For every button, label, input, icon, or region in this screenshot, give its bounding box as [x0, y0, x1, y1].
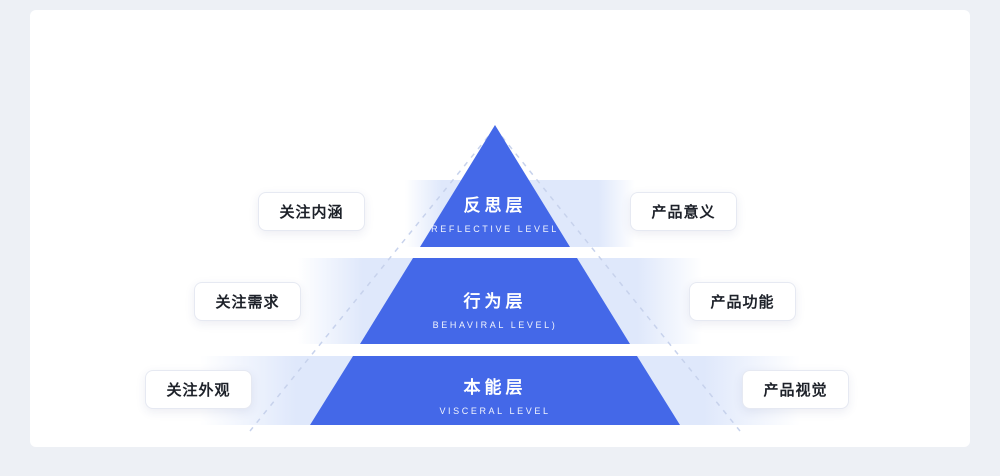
label-text: 关注外观 [166, 382, 231, 399]
label-box-behavioral-right: 产品功能 [689, 282, 796, 321]
label-box-behavioral-left: 关注需求 [194, 282, 301, 321]
label-text: 关注内涵 [279, 204, 344, 221]
label-box-visceral-right: 产品视觉 [742, 370, 849, 409]
label-text: 产品功能 [710, 294, 775, 311]
pyramid-tier-visceral [310, 356, 680, 425]
label-box-visceral-left: 关注外观 [145, 370, 252, 409]
label-box-reflective-right: 产品意义 [630, 192, 737, 231]
label-text: 关注需求 [215, 294, 280, 311]
label-text: 产品视觉 [763, 382, 828, 399]
label-text: 产品意义 [651, 204, 716, 221]
pyramid-tier-behavioral [360, 258, 630, 344]
label-box-reflective-left: 关注内涵 [258, 192, 365, 231]
pyramid-tier-reflective [420, 125, 570, 247]
